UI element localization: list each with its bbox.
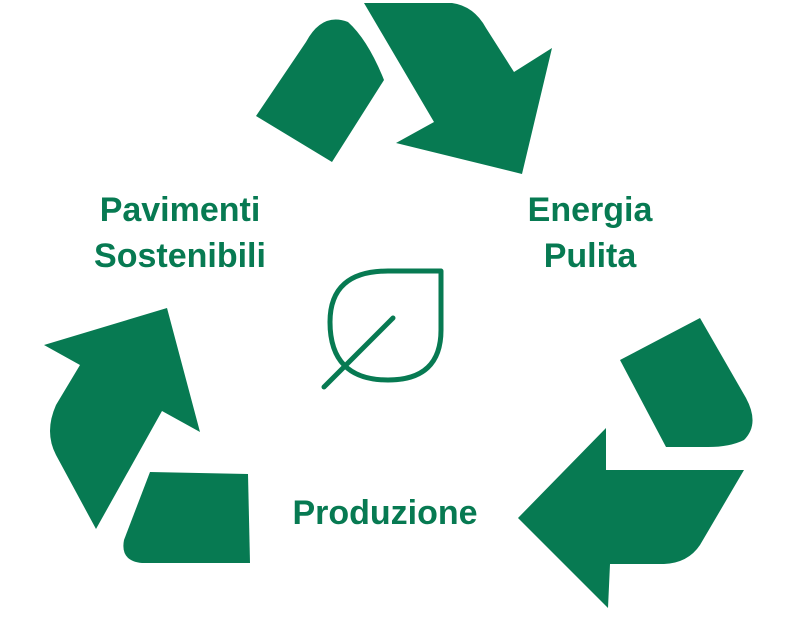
top-arrow — [256, 3, 552, 174]
right-arrow-tail-icon — [620, 318, 753, 447]
label-bottom-text: Produzione — [292, 494, 478, 532]
top-arrow-head-icon — [364, 3, 552, 174]
label-right-line2: Pulita — [543, 237, 637, 275]
label-right-line1: Energia — [527, 191, 653, 229]
left-arrow-tail-icon — [123, 472, 250, 563]
label-energia-pulita: Energia Pulita — [490, 187, 690, 279]
left-arrow — [44, 308, 250, 563]
right-arrow — [518, 318, 753, 608]
right-arrow-head-icon — [518, 428, 744, 608]
top-arrow-tail-icon — [256, 19, 384, 162]
leaf-icon — [321, 268, 444, 390]
label-left-line2: Sostenibili — [94, 237, 266, 275]
left-arrow-head-icon — [44, 308, 200, 529]
label-produzione: Produzione — [250, 490, 520, 536]
label-pavimenti-sostenibili: Pavimenti Sostenibili — [60, 187, 300, 279]
label-left-line1: Pavimenti — [99, 191, 261, 229]
